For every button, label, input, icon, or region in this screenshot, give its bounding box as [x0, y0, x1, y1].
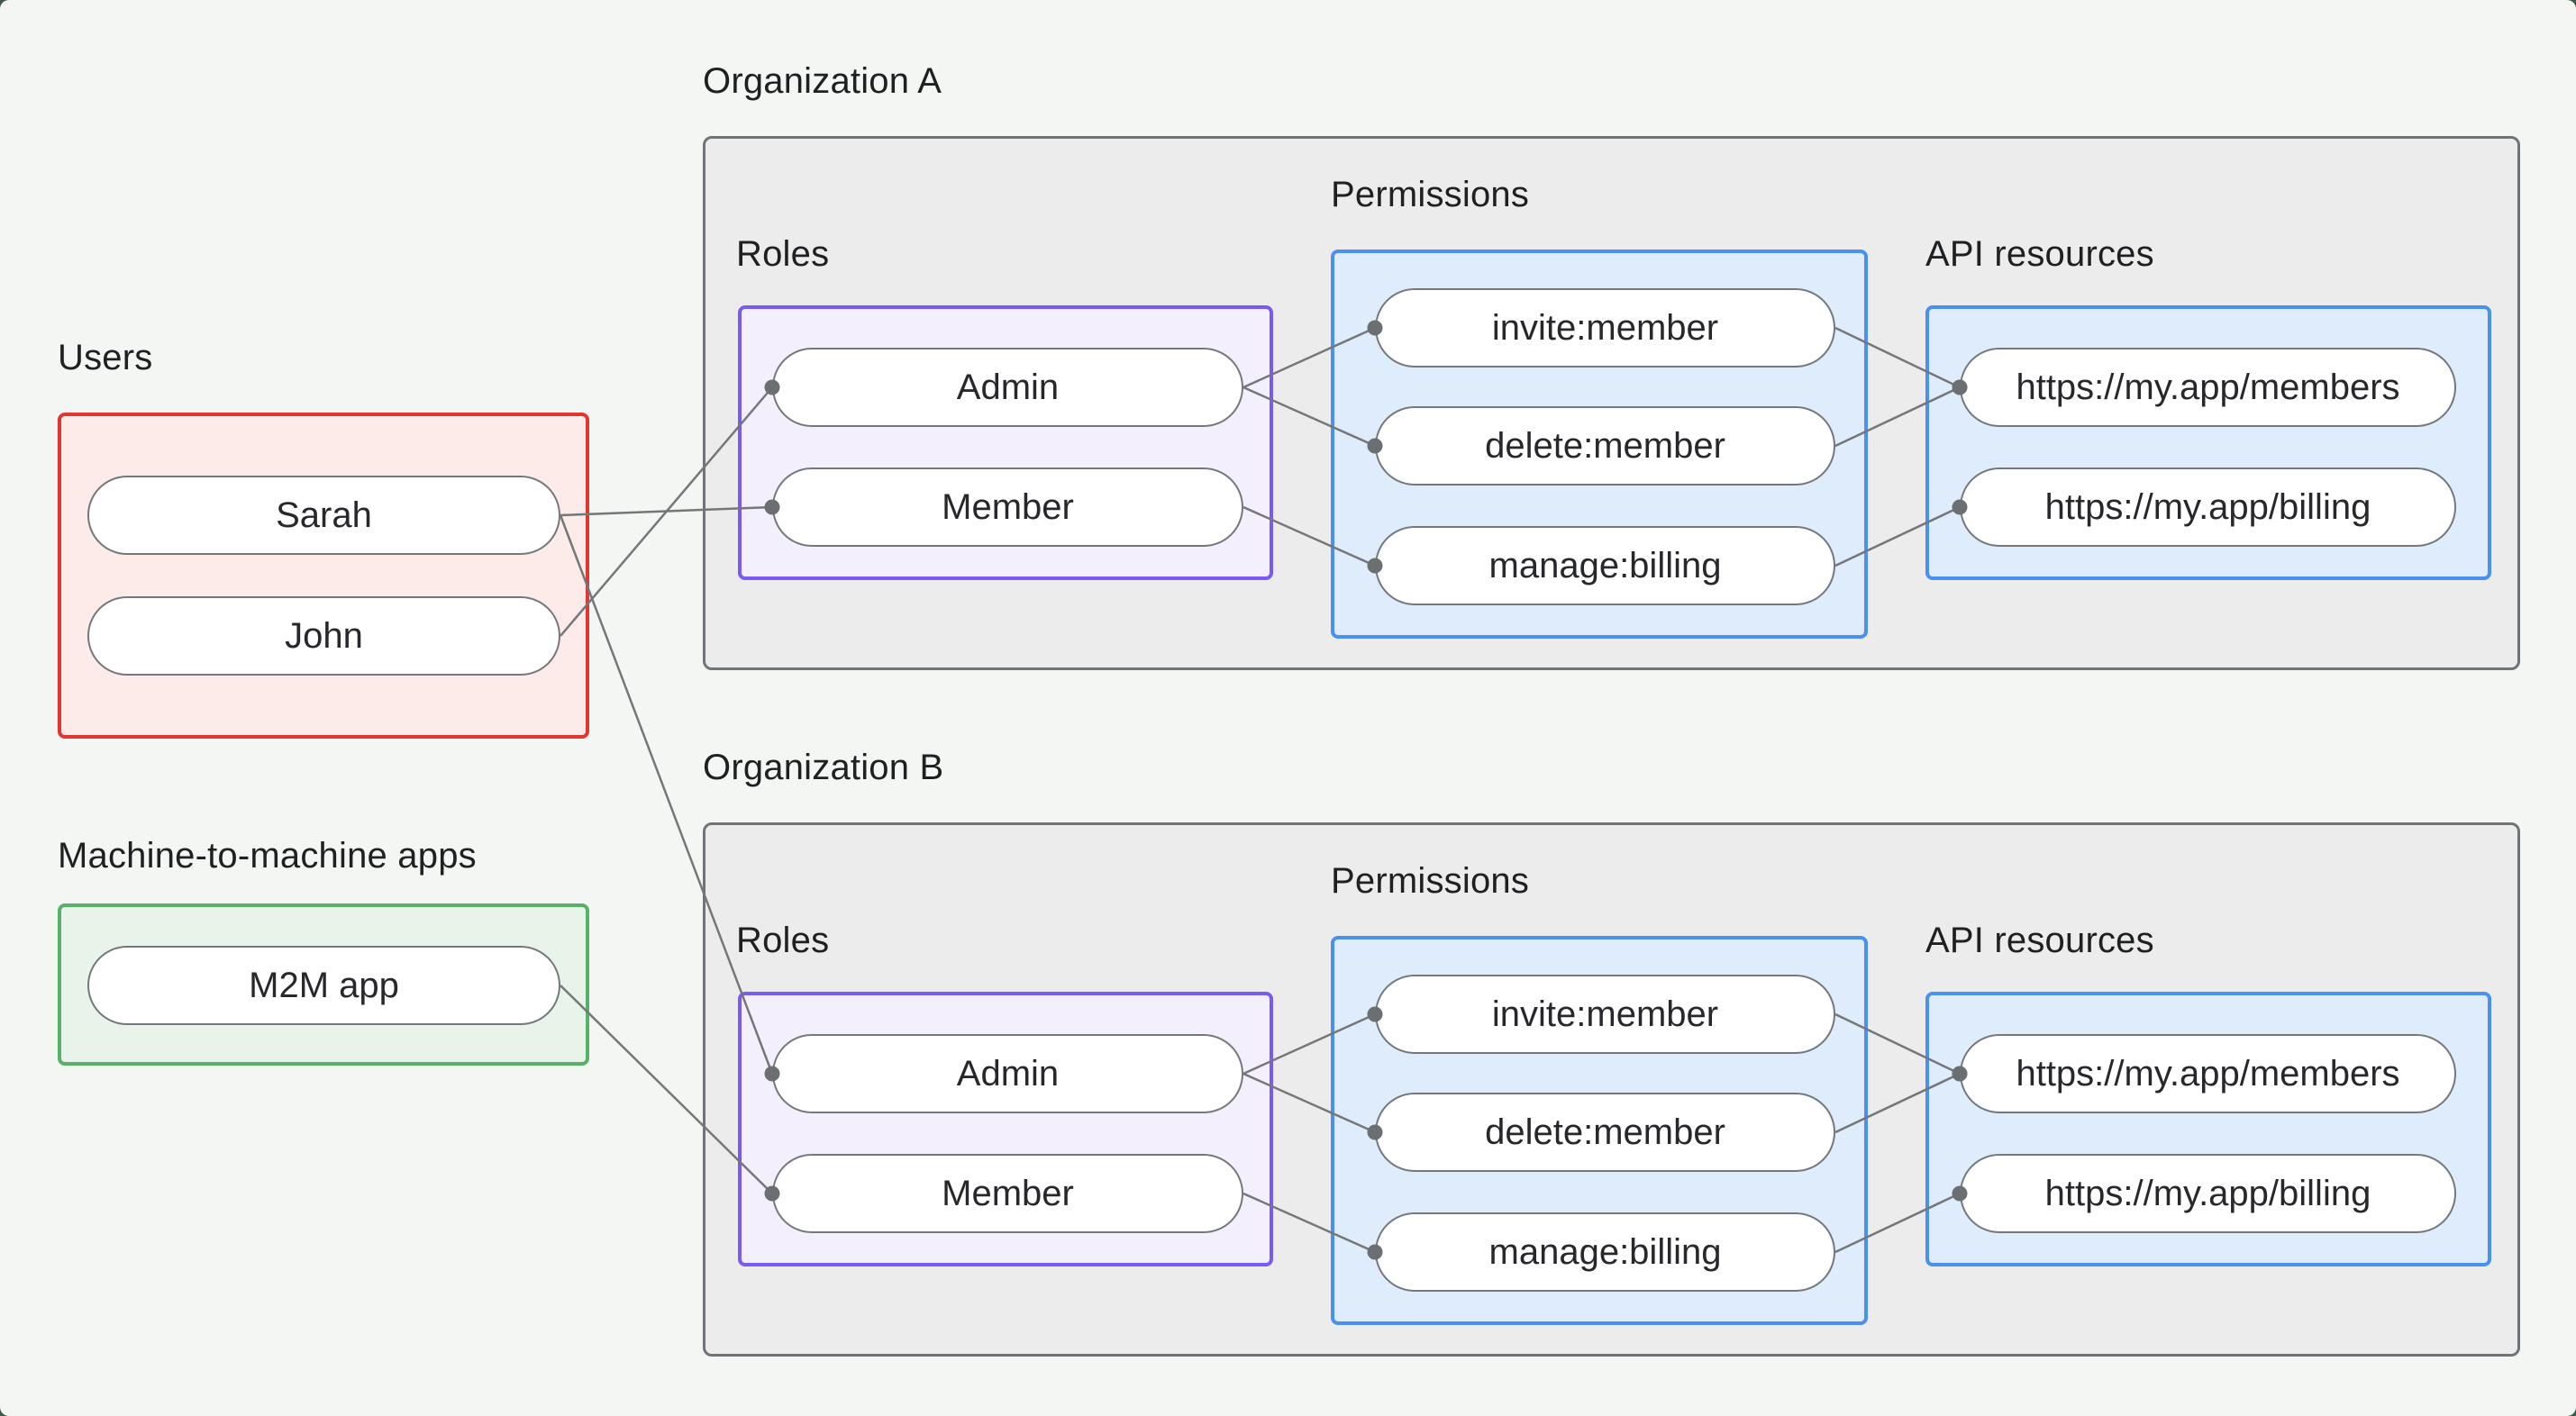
org-b-role-member: Member — [772, 1154, 1243, 1233]
org-b-permissions-label: Permissions — [1331, 861, 1530, 901]
user-node-john: John — [87, 596, 560, 676]
org-a-title: Organization A — [703, 61, 942, 101]
org-b-roles-label: Roles — [736, 921, 830, 960]
m2m-app-node: M2M app — [87, 946, 560, 1025]
org-a-permission-manage-billing: manage:billing — [1375, 526, 1835, 605]
org-b-title: Organization B — [703, 748, 944, 787]
org-a-api-members: https://my.app/members — [1960, 348, 2456, 427]
org-a-role-member: Member — [772, 467, 1243, 547]
org-b-api-resources-label: API resources — [1925, 921, 2154, 960]
org-a-api-resources-label: API resources — [1925, 234, 2154, 274]
org-a-api-billing: https://my.app/billing — [1960, 467, 2456, 547]
org-b-api-members: https://my.app/members — [1960, 1034, 2456, 1113]
org-a-roles-label: Roles — [736, 234, 830, 274]
org-b-role-admin: Admin — [772, 1034, 1243, 1113]
org-a-permission-delete-member: delete:member — [1375, 406, 1835, 486]
m2m-group-label: Machine-to-machine apps — [58, 836, 477, 876]
org-b-permission-manage-billing: manage:billing — [1375, 1212, 1835, 1292]
user-node-sarah: Sarah — [87, 476, 560, 555]
org-b-permission-invite-member: invite:member — [1375, 975, 1835, 1054]
org-b-permission-delete-member: delete:member — [1375, 1093, 1835, 1172]
users-group-label: Users — [58, 338, 153, 377]
org-a-permission-invite-member: invite:member — [1375, 288, 1835, 368]
org-b-api-billing: https://my.app/billing — [1960, 1154, 2456, 1233]
users-box — [58, 413, 589, 739]
org-a-role-admin: Admin — [772, 348, 1243, 427]
org-a-permissions-label: Permissions — [1331, 175, 1530, 214]
